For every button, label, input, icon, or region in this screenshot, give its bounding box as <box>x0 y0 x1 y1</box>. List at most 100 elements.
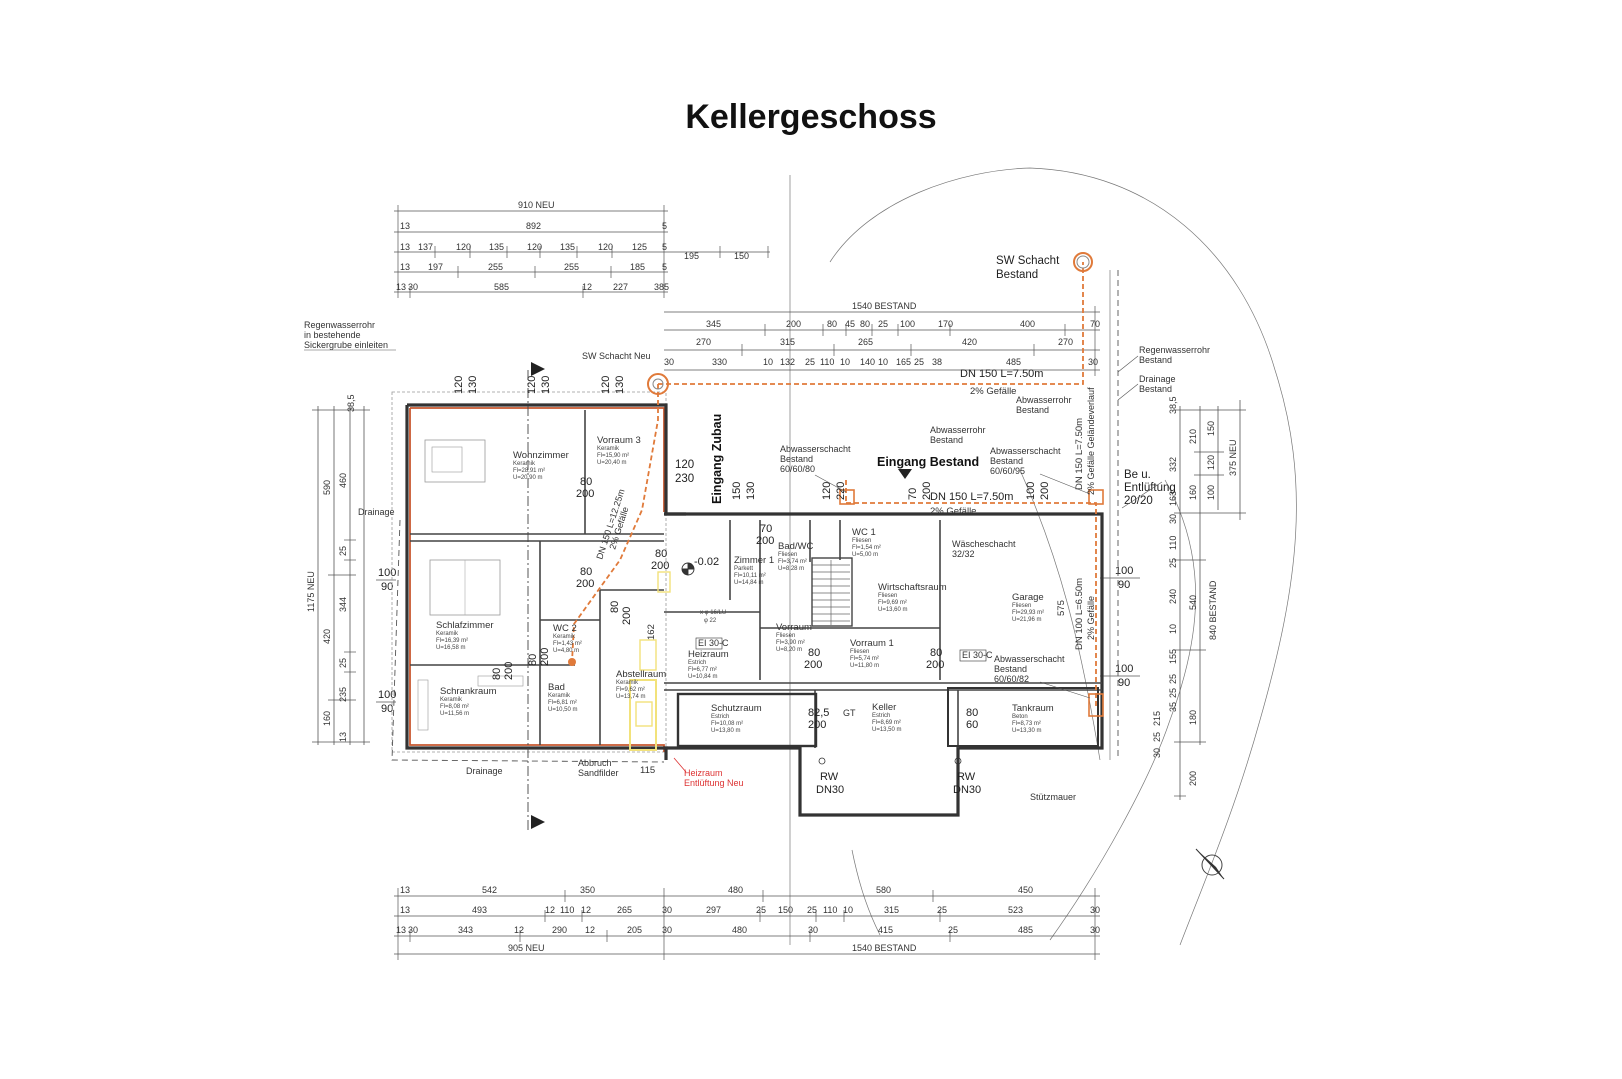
window-label: 120 <box>675 459 694 471</box>
dim-label: 197 <box>428 262 443 272</box>
room-zimmer1: Zimmer 1 Parkett Fl=10,11 m² U=14,84 m <box>734 555 774 586</box>
opening-labels: 120 130 120 130 120 130 120 230 150 130 … <box>453 376 1051 731</box>
abwasserschacht-3-line2: Bestand <box>994 664 1027 674</box>
room-name: Vorraum <box>776 622 812 633</box>
dim-label: 523 <box>1008 905 1023 915</box>
room-wc2: WC 2 Keramik Fl=1,43 m² U=4,80 m <box>553 623 582 654</box>
dim-label: 10 <box>1168 624 1178 634</box>
dim-label: 485 <box>1006 357 1021 367</box>
rw2-line2: DN30 <box>953 784 981 796</box>
room-vorraum: Vorraum Fliesen Fl=3,90 m² U=8,20 m <box>776 622 812 653</box>
dim-label: 460 <box>338 473 348 488</box>
room-perimeter: U=20,40 m <box>597 460 627 466</box>
dim-label: 150 <box>734 251 749 261</box>
heizraum-note-line2: φ 22 <box>704 618 717 624</box>
room-area: Fl=9,62 m² <box>616 687 645 693</box>
room-perimeter: U=10,50 m <box>548 707 578 713</box>
dim-label: 170 <box>938 319 953 329</box>
dim-label: 480 <box>732 925 747 935</box>
dim-label: 10 <box>840 357 850 367</box>
room-floor: Parkett <box>734 566 753 572</box>
room-perimeter: U=10,84 m <box>688 674 718 680</box>
dim-label: 235 <box>338 687 348 702</box>
dim-label: 30 <box>662 905 672 915</box>
dim-label: 910 NEU <box>518 200 555 210</box>
room-floor: Keramik <box>436 631 459 637</box>
dim-label: 163 <box>1168 491 1178 506</box>
dim-label: 255 <box>564 262 579 272</box>
room-floor: Keramik <box>513 461 536 467</box>
dim-label: 13 <box>400 242 410 252</box>
door-label: 200 <box>804 659 822 671</box>
dim-label: 5 <box>662 221 667 231</box>
room-area: Fl=5,74 m² <box>850 656 879 662</box>
room-perimeter: U=13,80 m <box>711 728 741 734</box>
window-label: 100 <box>1025 482 1037 500</box>
abbruch-line1: Abbruch <box>578 758 612 768</box>
room-name: Abstellraum <box>616 669 666 680</box>
abwasserschacht-2-line1: Abwasserschacht <box>990 446 1061 456</box>
dim-label: 5 <box>664 282 669 292</box>
window-mark: 100 <box>1115 663 1133 675</box>
door-label: 80 <box>609 601 621 613</box>
site-boundary <box>789 167 1297 946</box>
dim-label: 215 <box>1152 711 1162 726</box>
stairs-label: GT <box>843 708 856 718</box>
room-floor: Fliesen <box>778 552 797 558</box>
room-schrankraum: Schrankraum Keramik Fl=8,08 m² U=11,56 m <box>440 686 497 717</box>
room-area: Fl=6,77 m² <box>688 667 717 673</box>
room-area: Fl=28,91 m² <box>513 468 545 474</box>
dim-115: 115 <box>640 765 655 776</box>
dim-label: 160 <box>1188 485 1198 500</box>
abwasserschacht-1-line2: Bestand <box>780 454 813 464</box>
dim-label: 227 <box>613 282 628 292</box>
room-heizraum: Heizraum Estrich Fl=6,77 m² U=10,84 m <box>688 649 729 680</box>
dim-label: 265 <box>858 337 873 347</box>
window-mark: 90 <box>381 703 393 715</box>
regenwasser-right-line1: Regenwasserrohr <box>1139 345 1210 355</box>
door-label: 80 <box>580 566 592 578</box>
dim-label: 150 <box>778 905 793 915</box>
dim-label: 1175 NEU <box>306 571 316 612</box>
door-label: 200 <box>756 535 774 547</box>
window-label: 130 <box>745 482 757 500</box>
gefaelle-vert2-label: 2% Gefälle <box>1086 596 1096 640</box>
sw-schacht-bestand-line1: SW Schacht <box>996 255 1060 267</box>
room-perimeter: U=13,50 m <box>872 727 902 733</box>
dim-label: 120 <box>527 242 542 252</box>
dim-label: 132 <box>780 357 795 367</box>
room-perimeter: U=11,56 m <box>440 711 469 717</box>
room-bad-wc: Bad/WC Fliesen Fl=3,74 m² U=8,28 m <box>778 541 814 572</box>
dim-label: 905 NEU <box>508 943 545 953</box>
door-label: 200 <box>576 578 594 590</box>
window-mark: 90 <box>381 581 393 593</box>
door-label: 200 <box>539 648 551 666</box>
room-name: Vorraum 1 <box>850 638 894 649</box>
dim-label: 25 <box>937 905 947 915</box>
dim-label: 30 <box>662 925 672 935</box>
dim-label: 270 <box>696 337 711 347</box>
dim-label: 25 <box>1168 558 1178 568</box>
room-name: Wohnzimmer <box>513 450 569 461</box>
section-markers <box>531 362 912 829</box>
door-label: 200 <box>926 659 944 671</box>
dim-label: 45 <box>845 319 855 329</box>
dim-label: 125 <box>632 242 647 252</box>
dimensions-right: 375 NEU 840 BESTAND 150 120 100 210 160 … <box>1100 396 1246 800</box>
abbruch-line2: Sandfilder <box>578 768 619 778</box>
dim-label: 25 <box>914 357 924 367</box>
heizraum-entlueftung-line1: Heizraum <box>684 768 723 778</box>
window-label: 220 <box>835 482 847 500</box>
ei30-2-label: EI 30-C <box>962 650 993 660</box>
room-tankraum: Tankraum Beton Fl=8,73 m² U=13,30 m <box>1012 703 1054 734</box>
dim-label: 13 <box>338 732 348 742</box>
room-perimeter: U=8,28 m <box>778 566 804 572</box>
dim-162: 162 <box>646 624 657 640</box>
room-labels: Wohnzimmer Keramik Fl=28,91 m² U=20,90 m… <box>436 435 1054 734</box>
room-floor: Estrich <box>711 714 729 720</box>
room-name: WC 1 <box>852 527 876 538</box>
highlight-areas <box>629 571 671 751</box>
window-label: 200 <box>1039 482 1051 500</box>
room-perimeter: U=11,80 m <box>850 663 879 669</box>
dim-label: 480 <box>728 885 743 895</box>
